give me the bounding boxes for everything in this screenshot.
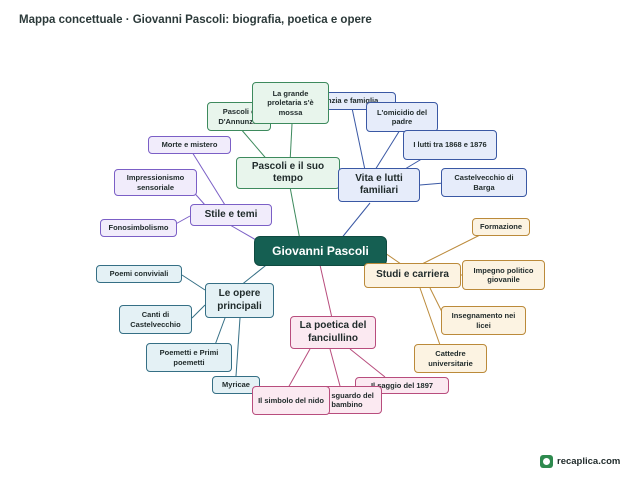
branch-poetica-label: La poetica del fanciullino <box>299 320 367 344</box>
brand-logo[interactable]: recaplica.com <box>540 455 620 468</box>
branch-opere[interactable]: Le opere principali <box>205 283 274 318</box>
leaf-label: L'omicidio del padre <box>376 107 428 126</box>
branch-studi-label: Studi e carriera <box>376 269 449 281</box>
leaf-label: Poemi conviviali <box>109 269 169 279</box>
leaf-label: Il simbolo del nido <box>258 395 324 405</box>
leaf-impressionismo[interactable]: Impressionismo sensoriale <box>114 169 197 196</box>
branch-opere-label: Le opere principali <box>217 288 262 312</box>
leaf-impegno-politico[interactable]: Impegno politico giovanile <box>462 260 545 290</box>
leaf-label: Impegno politico giovanile <box>473 265 534 284</box>
leaf-grande-proletaria[interactable]: La grande proletaria s'è mossa <box>252 82 329 124</box>
leaf-label: Lo sguardo del bambino <box>320 390 374 409</box>
leaf-fonosimbolismo[interactable]: Fonosimbolismo <box>100 219 177 237</box>
leaf-label: Morte e mistero <box>161 140 218 150</box>
leaf-label: La grande proletaria s'è mossa <box>267 88 314 117</box>
brand-text: recaplica.com <box>557 456 621 467</box>
leaf-label: Cattedre universitarie <box>428 349 473 368</box>
leaf-label: Insegnamento nei licei <box>451 311 516 330</box>
brand-icon <box>540 455 553 468</box>
leaf-label: Impressionismo sensoriale <box>126 173 185 192</box>
leaf-lutti-1868-1876[interactable]: I lutti tra 1868 e 1876 <box>403 130 497 160</box>
leaf-castelvecchio-barga[interactable]: Castelvecchio di Barga <box>441 168 527 197</box>
branch-tempo[interactable]: Pascoli e il suo tempo <box>236 157 340 189</box>
branch-studi[interactable]: Studi e carriera <box>364 263 461 288</box>
leaf-label: Infanzia e famiglia <box>313 96 379 106</box>
leaf-simbolo-nido[interactable]: Il simbolo del nido <box>252 386 330 415</box>
leaf-label: Poemetti e Primi poemetti <box>159 348 219 367</box>
branch-vita[interactable]: Vita e lutti familiari <box>338 168 420 202</box>
branch-poetica[interactable]: La poetica del fanciullino <box>290 316 376 349</box>
leaf-label: Pascoli e D'Annunzio <box>218 107 260 126</box>
leaf-label: Il saggio del 1897 <box>370 380 434 390</box>
leaf-morte-mistero[interactable]: Morte e mistero <box>148 136 231 154</box>
branch-stile[interactable]: Stile e temi <box>190 204 272 226</box>
leaf-label: Myricae <box>222 380 250 390</box>
branch-vita-label: Vita e lutti familiari <box>355 172 403 197</box>
leaf-cattedre-universitarie[interactable]: Cattedre universitarie <box>414 344 487 373</box>
branch-stile-label: Stile e temi <box>204 208 258 220</box>
leaf-poemetti[interactable]: Poemetti e Primi poemetti <box>146 343 232 372</box>
leaf-poemi-conviviali[interactable]: Poemi conviviali <box>96 265 182 283</box>
leaf-label: Fonosimbolismo <box>108 223 169 233</box>
leaf-insegnamento-licei[interactable]: Insegnamento nei licei <box>441 306 526 335</box>
leaf-myricae[interactable]: Myricae <box>212 376 260 394</box>
leaf-label: Castelvecchio di Barga <box>454 173 514 192</box>
leaf-label: Canti di Castelvecchio <box>130 310 181 329</box>
leaf-label: I lutti tra 1868 e 1876 <box>413 140 487 150</box>
leaf-label: Formazione <box>479 222 523 232</box>
leaf-formazione[interactable]: Formazione <box>472 218 530 236</box>
branch-tempo-label: Pascoli e il suo tempo <box>251 160 325 185</box>
center-node-label: Giovanni Pascoli <box>272 243 369 258</box>
map-title: Mappa concettuale · Giovanni Pascoli: bi… <box>19 14 372 26</box>
leaf-canti-castelvecchio[interactable]: Canti di Castelvecchio <box>119 305 192 334</box>
leaf-omicidio-padre[interactable]: L'omicidio del padre <box>366 102 438 132</box>
center-node[interactable]: Giovanni Pascoli <box>254 236 387 266</box>
